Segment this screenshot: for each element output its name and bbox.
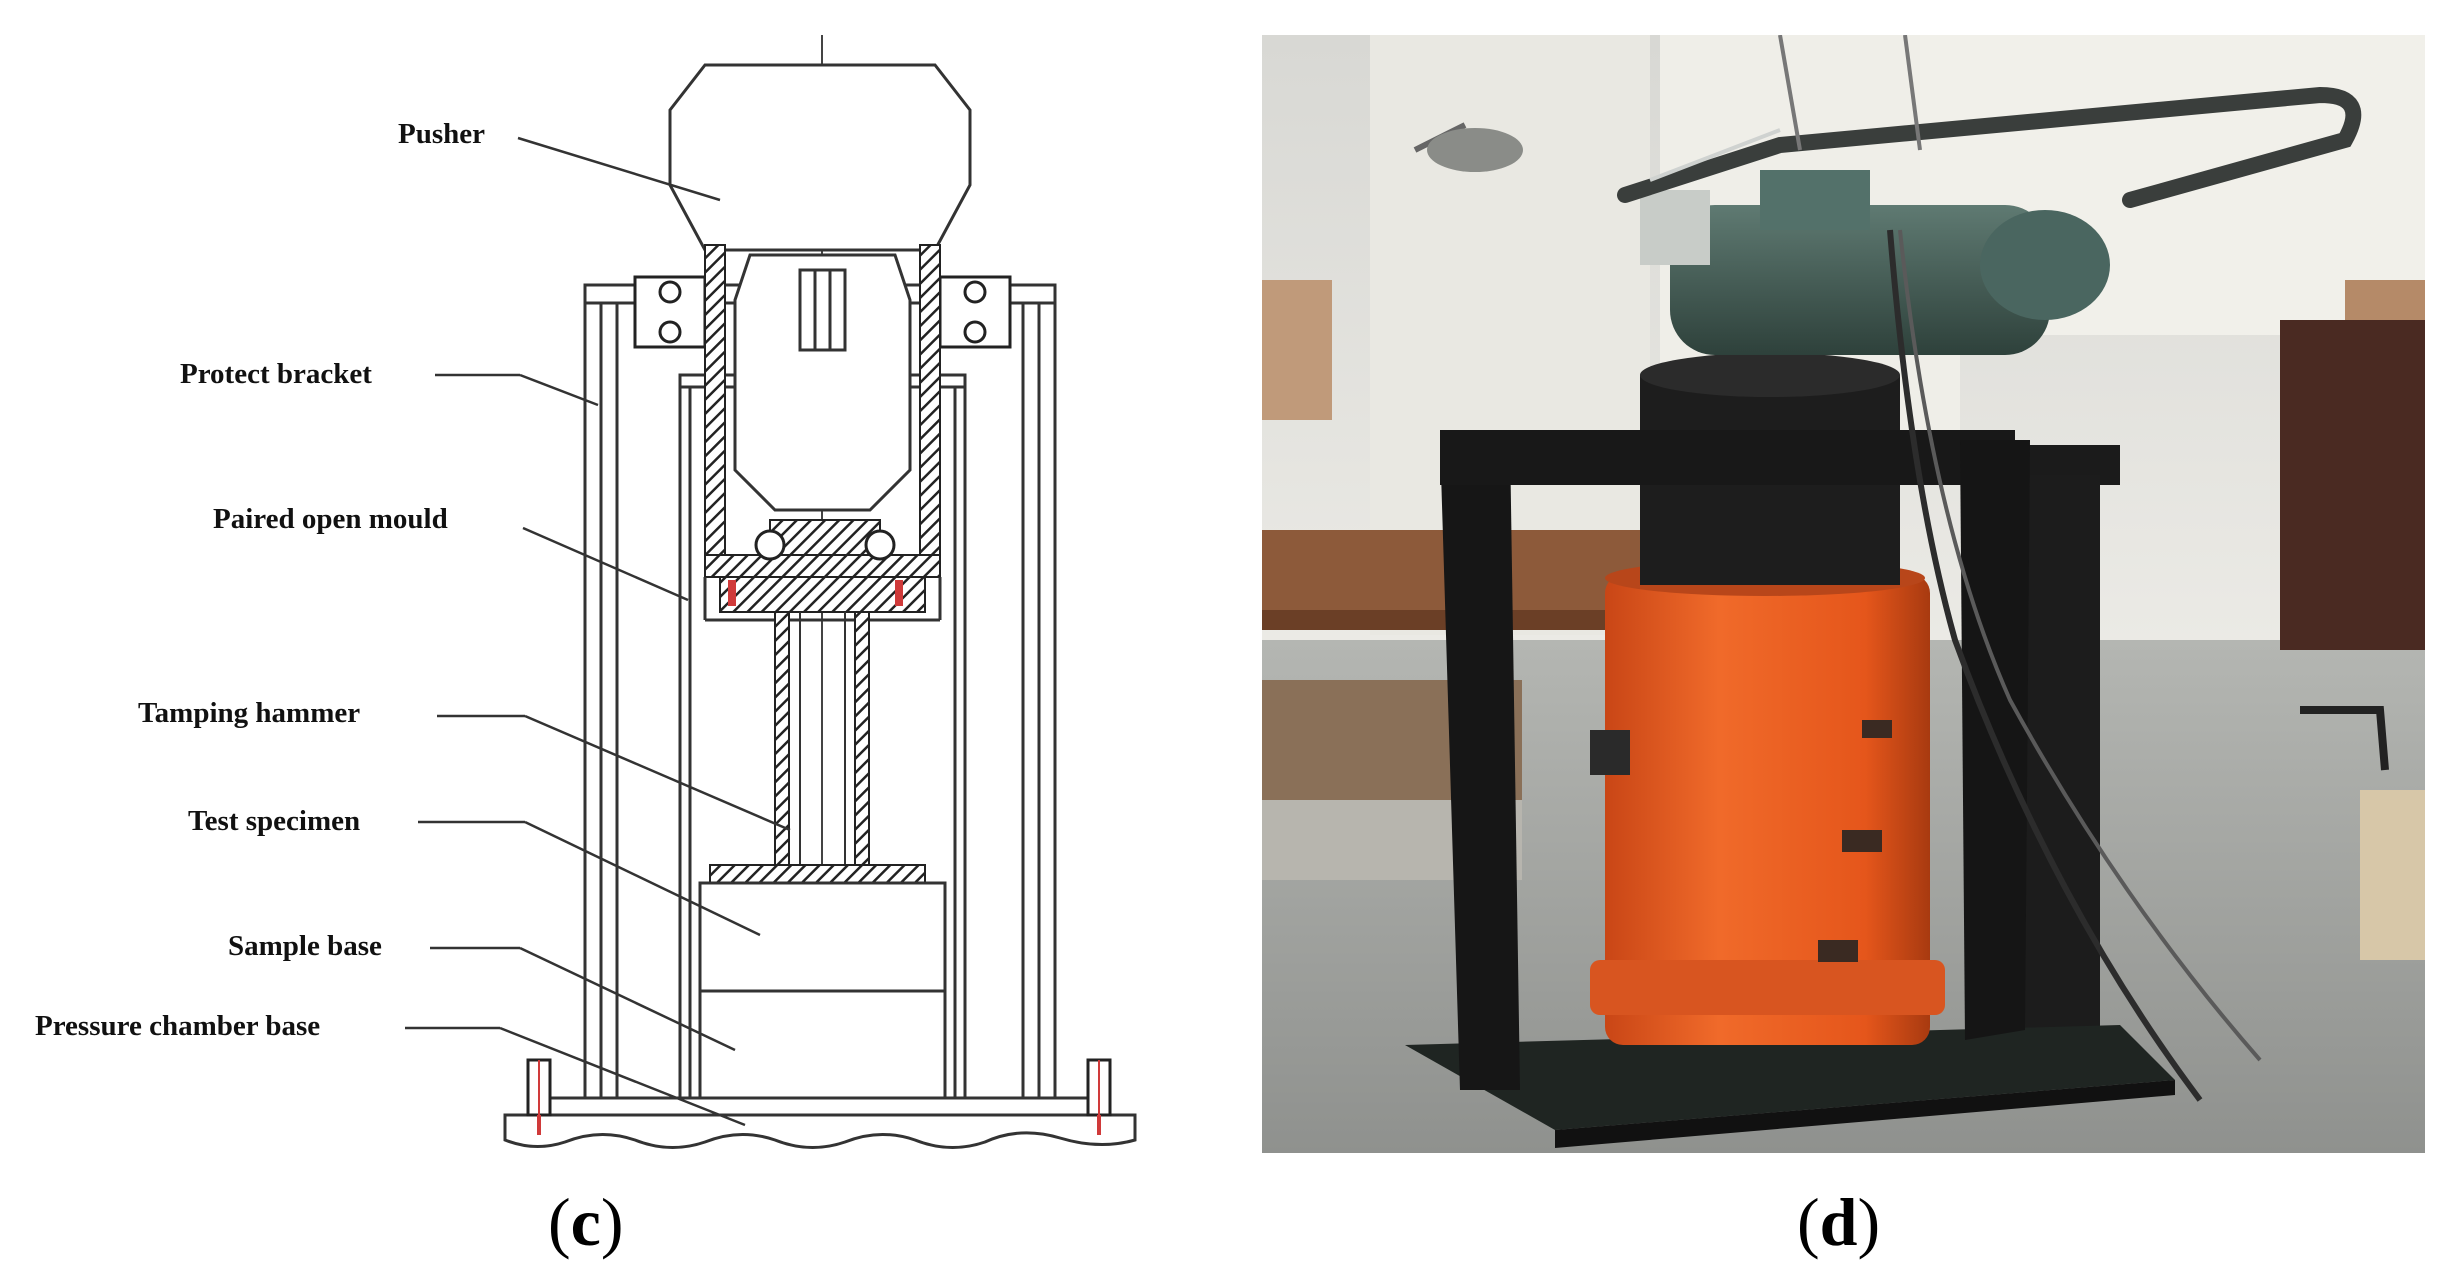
label-paired-open-mould: Paired open mould <box>213 503 448 535</box>
paired-open-mould <box>703 244 942 622</box>
label-pressure-chamber-base: Pressure chamber base <box>35 1010 320 1042</box>
caption-d: (d) <box>1797 1184 1880 1260</box>
panel-c-schematic: Pusher Protect bracket Paired open mould… <box>35 35 1137 1260</box>
machine-base-plate <box>1405 1025 2175 1130</box>
coupling-block <box>719 519 926 613</box>
panel-d-photo: (d) <box>1262 35 2425 1260</box>
label-sample-base: Sample base <box>228 930 382 962</box>
leader-lines <box>405 136 791 1127</box>
orange-pressure-cylinder <box>1605 575 1930 1045</box>
pusher-body <box>668 63 972 252</box>
specimen-and-base <box>698 881 947 1100</box>
black-frame-front-left-leg <box>1440 440 1520 1090</box>
lifting-handle <box>1617 86 2362 208</box>
vibrator-head <box>733 253 912 512</box>
tamping-hammer <box>709 611 926 884</box>
label-test-specimen: Test specimen <box>188 805 360 837</box>
pressure-chamber-base <box>503 1058 1137 1150</box>
caption-c: (c) <box>548 1184 624 1260</box>
top-clamp-bolts <box>633 275 1012 349</box>
label-pusher: Pusher <box>398 118 485 150</box>
label-protect-bracket: Protect bracket <box>180 358 372 390</box>
vibration-motor <box>1640 170 2110 355</box>
label-tamping-hammer: Tamping hammer <box>138 697 360 729</box>
